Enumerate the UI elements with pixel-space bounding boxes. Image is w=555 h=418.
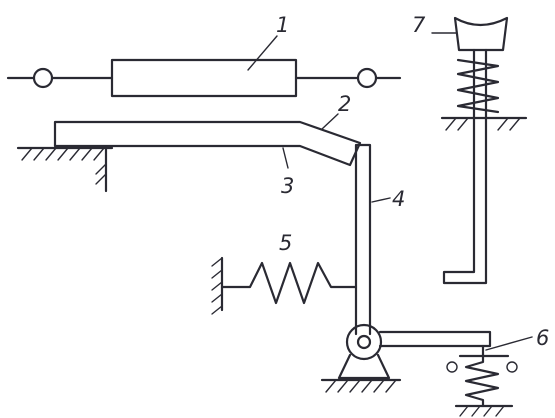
pivot-joint xyxy=(320,323,402,393)
part-4-rod xyxy=(354,143,372,336)
pivot-arm xyxy=(378,330,492,348)
label-6: 6 xyxy=(536,326,549,350)
part-6-spring xyxy=(446,344,518,417)
left-support xyxy=(16,146,114,193)
label-7: 7 xyxy=(412,13,426,37)
part-7-plunger xyxy=(440,16,528,285)
part-1-element xyxy=(6,58,402,98)
leader-line-4 xyxy=(371,197,391,203)
leader-line-3 xyxy=(282,147,289,169)
leader-line-6 xyxy=(485,336,533,351)
label-1: 1 xyxy=(276,13,289,37)
leader-line-2 xyxy=(321,113,339,130)
label-2: 2 xyxy=(338,92,351,116)
part-2-lever xyxy=(53,120,362,167)
leader-line-1 xyxy=(247,35,278,71)
label-5: 5 xyxy=(279,231,292,255)
part-5-spring xyxy=(211,256,358,315)
label-3: 3 xyxy=(281,174,294,198)
label-4: 4 xyxy=(392,187,405,211)
